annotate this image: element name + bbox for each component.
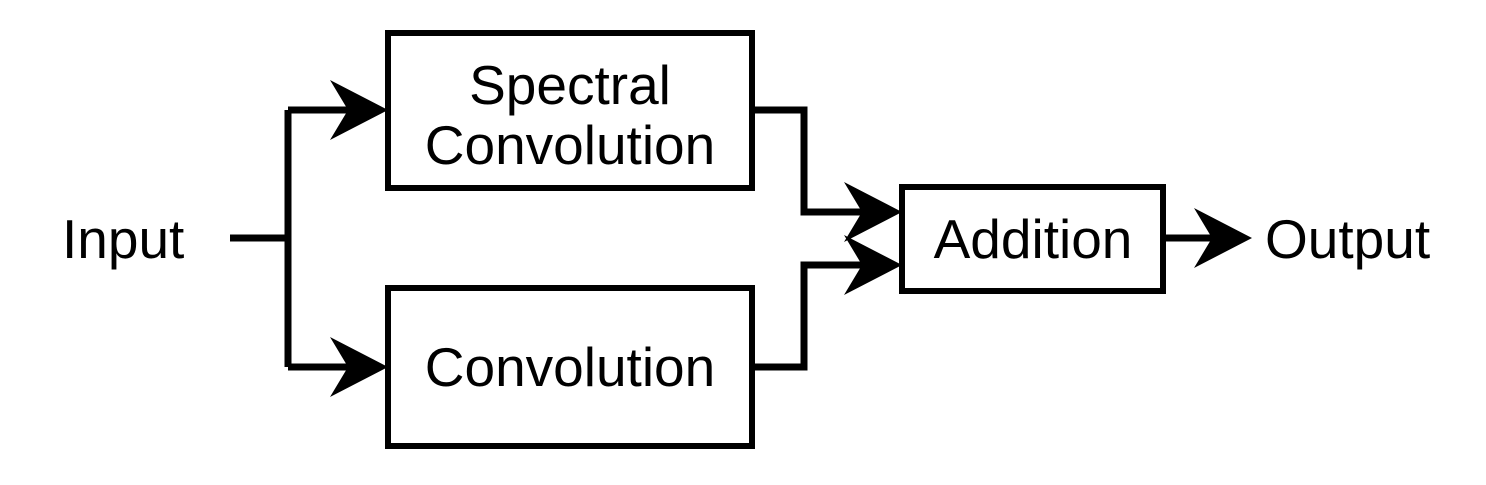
arrow-head-to-convolution-icon xyxy=(330,337,388,397)
addition-label: Addition xyxy=(934,208,1133,270)
arrow-head-to-addition-bottom-icon xyxy=(844,235,902,295)
convolution-box[interactable] xyxy=(385,285,755,449)
wire-spectral-convolution-to-addition xyxy=(752,106,888,216)
input-label: Input xyxy=(62,208,184,270)
block-convolution[interactable]: Convolution xyxy=(385,285,755,449)
arrow-head-to-output-icon xyxy=(1194,208,1252,268)
wire-convolution-to-addition xyxy=(752,261,888,371)
convolution-label: Convolution xyxy=(425,336,715,398)
output-label: Output xyxy=(1265,208,1430,270)
spectral-convolution-box[interactable] xyxy=(385,30,755,191)
block-addition[interactable]: Addition xyxy=(899,184,1166,294)
wire-group xyxy=(230,106,1232,371)
arrow-head-to-addition-top-icon xyxy=(844,182,902,242)
spectral-convolution-label-line1: Spectral xyxy=(469,54,671,116)
spectral-convolution-label-line2: Convolution xyxy=(425,114,715,176)
block-spectral-convolution[interactable]: Spectral Convolution xyxy=(385,30,755,191)
addition-box[interactable] xyxy=(899,184,1166,294)
arrow-head-to-spectral-convolution-icon xyxy=(330,80,388,140)
arrow-head-group xyxy=(330,80,1252,397)
